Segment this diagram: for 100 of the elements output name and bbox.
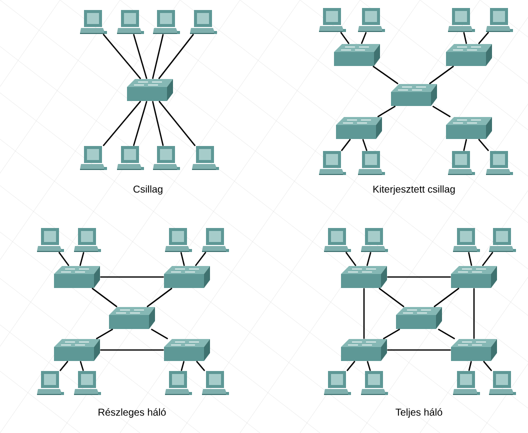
network-cable — [478, 32, 490, 44]
computer-icon — [358, 8, 385, 32]
computer-icon — [358, 151, 385, 175]
network-cable — [387, 276, 451, 278]
computer-icon — [165, 371, 192, 395]
computer-icon — [486, 8, 513, 32]
network-cable — [377, 106, 396, 118]
panel-caption: Részleges háló — [98, 408, 166, 418]
network-cable — [468, 252, 472, 266]
network-cable — [340, 32, 350, 44]
network-cable — [345, 252, 356, 266]
computer-icon — [453, 228, 480, 252]
network-cable — [146, 288, 172, 308]
network-cable — [363, 288, 365, 339]
network-cable — [59, 360, 68, 372]
network-cable — [432, 106, 451, 118]
computer-icon — [202, 371, 229, 395]
network-cable — [132, 34, 148, 79]
network-cable — [468, 361, 472, 371]
network-cable — [102, 34, 142, 80]
panel-caption: Csillag — [134, 185, 162, 195]
network-cable — [102, 100, 142, 146]
computer-icon — [202, 228, 229, 252]
network-cable — [132, 101, 148, 146]
network-cable — [92, 288, 118, 308]
switch-icon — [336, 117, 382, 139]
network-cable — [100, 276, 164, 278]
network-cable — [58, 252, 70, 266]
network-cable — [180, 361, 185, 371]
computer-icon — [486, 151, 513, 175]
switch-icon — [451, 339, 497, 361]
computer-icon — [324, 228, 351, 252]
network-cable — [387, 349, 451, 351]
network-cable — [429, 66, 454, 84]
computer-icon — [117, 10, 144, 34]
network-cable — [346, 360, 356, 372]
network-cable — [366, 361, 371, 371]
network-cable — [152, 34, 164, 79]
network-cable — [158, 100, 196, 146]
network-cable — [340, 138, 351, 152]
computer-icon — [80, 10, 107, 34]
network-cable — [483, 360, 492, 372]
computer-icon — [37, 371, 64, 395]
network-cable — [150, 328, 168, 340]
switch-icon — [396, 307, 442, 329]
switch-icon — [341, 266, 387, 288]
computer-icon — [319, 8, 346, 32]
network-cable — [463, 139, 468, 151]
network-cable — [378, 288, 404, 308]
network-cable — [158, 34, 194, 80]
network-cable — [434, 288, 460, 308]
switch-icon — [451, 266, 497, 288]
panel-caption: Kiterjesztett csillag — [373, 185, 455, 195]
computer-icon — [153, 146, 180, 170]
computer-icon — [74, 228, 101, 252]
network-cable — [79, 252, 84, 266]
computer-icon — [453, 371, 480, 395]
switch-icon — [127, 79, 173, 101]
computer-icon — [190, 10, 217, 34]
switch-icon — [109, 307, 155, 329]
switch-icon — [334, 44, 380, 66]
panel-caption: Teljes háló — [396, 408, 442, 418]
computer-icon — [489, 228, 516, 252]
computer-icon — [74, 371, 101, 395]
computer-icon — [319, 151, 346, 175]
network-cable — [152, 101, 164, 146]
network-cable — [382, 328, 400, 340]
network-cable — [180, 252, 185, 266]
computer-icon — [165, 228, 192, 252]
network-cable — [194, 252, 206, 266]
switch-icon — [164, 339, 210, 361]
computer-icon — [448, 8, 475, 32]
network-cable — [366, 252, 372, 266]
computer-icon — [361, 371, 388, 395]
switch-icon — [391, 84, 437, 106]
computer-icon — [192, 146, 219, 170]
switch-icon — [446, 117, 492, 139]
network-cable — [80, 361, 84, 371]
computer-icon — [37, 228, 64, 252]
network-cable — [196, 360, 206, 372]
switch-icon — [446, 44, 492, 66]
switch-icon — [54, 339, 100, 361]
computer-icon — [361, 228, 388, 252]
network-cable — [482, 252, 494, 266]
computer-icon — [80, 146, 107, 170]
switch-icon — [54, 266, 100, 288]
network-cable — [100, 349, 164, 351]
switch-icon — [341, 339, 387, 361]
network-cable — [478, 138, 490, 152]
network-cable — [372, 66, 398, 84]
computer-icon — [117, 146, 144, 170]
network-cable — [362, 138, 368, 151]
computer-icon — [448, 151, 475, 175]
switch-icon — [164, 266, 210, 288]
network-cable — [473, 288, 475, 339]
computer-icon — [153, 10, 180, 34]
computer-icon — [489, 371, 516, 395]
network-cable — [96, 328, 114, 340]
computer-icon — [324, 371, 351, 395]
network-cable — [360, 32, 367, 44]
